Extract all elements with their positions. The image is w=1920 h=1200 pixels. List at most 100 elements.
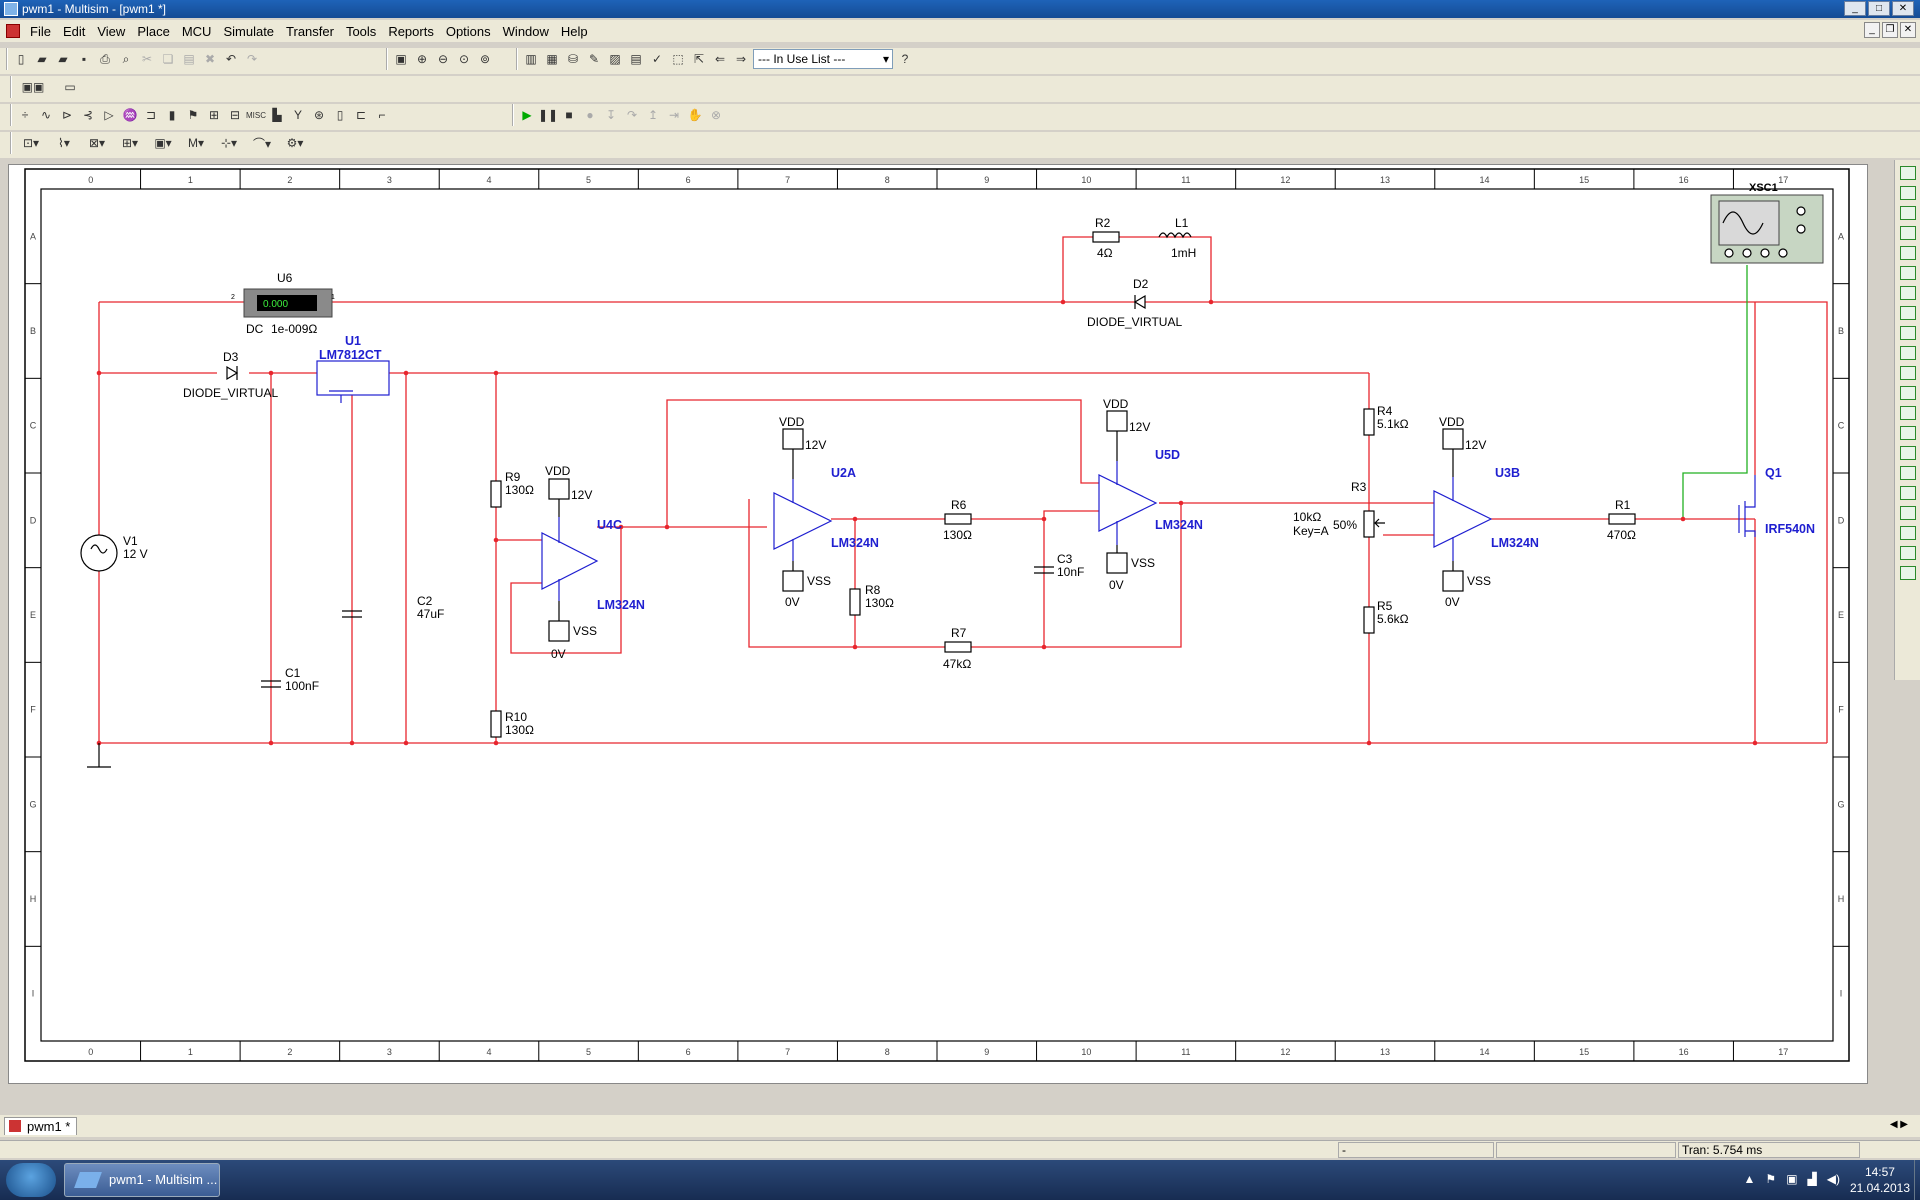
place-cmos-icon[interactable]: ⊐ [145, 108, 157, 122]
action-center-icon[interactable]: ⚑ [1765, 1172, 1777, 1186]
menu-options[interactable]: Options [445, 23, 491, 39]
capacitor-c3[interactable]: C3 10nF [1034, 552, 1084, 579]
menu-help[interactable]: Help [560, 23, 588, 39]
mdi-minimize-button[interactable]: _ [1864, 22, 1880, 38]
iv-analyzer-icon[interactable] [1899, 366, 1916, 380]
pause-simulation-icon[interactable]: ❚❚ [537, 108, 559, 122]
undo-icon[interactable]: ↶ [225, 52, 237, 66]
place-power-icon[interactable]: ▙ [272, 108, 282, 122]
new-file-icon[interactable]: ▯ [17, 52, 25, 66]
capacitor-c1[interactable]: C1 100nF [261, 666, 319, 693]
oscilloscope-icon[interactable] [1899, 226, 1916, 240]
device-icon[interactable]: ▣ [1786, 1172, 1798, 1186]
graph-dropdown-icon[interactable]: ⌒▾ [252, 136, 272, 151]
regulator-u1[interactable]: U1 LM7812CT [316, 334, 390, 403]
wave-dropdown-icon[interactable]: ⌇▾ [58, 136, 70, 150]
opamp-u2a[interactable]: VDD 12V VSS 0V U2A LM324N [773, 415, 879, 609]
menu-reports[interactable]: Reports [388, 23, 434, 39]
menu-simulate[interactable]: Simulate [223, 23, 275, 39]
agilent-generator-icon[interactable] [1899, 446, 1916, 460]
meter-u6[interactable]: 0.000 U6 DC 1e-009Ω 2 1 [231, 271, 335, 336]
place-diode-icon[interactable]: ⊳ [61, 108, 73, 122]
place-source-icon[interactable]: ÷ [21, 108, 29, 122]
resistor-r5[interactable]: R5 5.6kΩ [1363, 599, 1409, 634]
menu-mcu[interactable]: MCU [181, 23, 212, 39]
opamp-u4c[interactable]: VDD 12V VSS 0V U4C LM324N [541, 464, 645, 661]
remove-breakpoints-icon[interactable]: ⊗ [710, 108, 722, 122]
menu-transfer[interactable]: Transfer [286, 23, 334, 39]
show-desktop-button[interactable] [1914, 1160, 1920, 1200]
step-out-icon[interactable]: ↥ [647, 108, 659, 122]
spectrum-analyzer-icon[interactable] [1899, 406, 1916, 420]
agilent-multimeter-icon[interactable] [1899, 466, 1916, 480]
place-indicator-icon[interactable]: ⊟ [229, 108, 241, 122]
bode-plotter-icon[interactable] [1899, 266, 1916, 280]
tab-scroll-arrows[interactable]: ◀ ▶ [1889, 1119, 1908, 1130]
resistor-r6[interactable]: R6 130Ω [943, 498, 972, 542]
taskbar-clock[interactable]: 14:57 21.04.2013 [1850, 1164, 1910, 1196]
instrument-dropdown-icon[interactable]: ⊹▾ [220, 136, 238, 150]
print-preview-icon[interactable]: ⌕ [122, 51, 130, 66]
opamp-u5d[interactable]: VDD 12V VSS 0V U5D LM324N [1098, 397, 1203, 592]
place-bus-icon[interactable]: ⌐ [378, 108, 386, 122]
stop-simulation-icon[interactable]: ■ [565, 108, 573, 122]
spreadsheet-icon[interactable]: ▦ [546, 52, 558, 66]
schematic-canvas[interactable]: .w{stroke:#e8262e;stroke-width:1.3;fill:… [9, 165, 1869, 1085]
print-icon[interactable]: ⎙ [100, 51, 110, 66]
close-button[interactable]: ✕ [1892, 1, 1914, 16]
place-mcu-icon[interactable]: ▮ [168, 108, 176, 122]
erc-icon[interactable]: ✓ [651, 52, 663, 66]
cut-icon[interactable]: ✂ [141, 52, 153, 66]
document-icon[interactable] [6, 24, 20, 38]
copy-icon[interactable]: ❏ [162, 52, 174, 66]
potentiometer-r3[interactable]: R3 10kΩ Key=A 50% [1293, 480, 1385, 538]
zoom-fit-icon[interactable]: ⊚ [479, 52, 491, 66]
schematic-workspace[interactable]: .w{stroke:#e8262e;stroke-width:1.3;fill:… [8, 164, 1868, 1084]
place-rf-icon[interactable]: Y [293, 108, 302, 122]
place-analog-icon[interactable]: ▷ [104, 108, 114, 122]
diode-d3[interactable]: D3 DIODE_VIRTUAL [183, 350, 278, 400]
tektronix-oscilloscope-icon[interactable] [1899, 506, 1916, 520]
maximize-button[interactable]: □ [1868, 1, 1890, 16]
pause-next-icon[interactable]: ● [586, 108, 594, 122]
setting-dropdown-icon[interactable]: ⚙▾ [286, 136, 304, 150]
help-icon[interactable]: ? [901, 52, 909, 66]
place-mixed-icon[interactable]: ⊞ [208, 108, 220, 122]
breadboard-view-icon[interactable]: ▭ [64, 80, 76, 94]
resistor-r9[interactable]: R9 130Ω [490, 470, 534, 508]
resistor-r1[interactable]: R1 470Ω [1607, 498, 1636, 542]
menu-view[interactable]: View [97, 23, 126, 39]
full-screen-icon[interactable]: ▣ [395, 52, 407, 66]
paste-icon[interactable]: ▤ [183, 52, 195, 66]
capacitor-c2[interactable]: C2 47uF [342, 594, 444, 621]
create-component-icon[interactable]: ✎ [588, 52, 600, 66]
place-hierarchical-icon[interactable]: ⊏ [355, 108, 367, 122]
in-use-list-select[interactable]: --- In Use List --- [753, 49, 893, 69]
place-ttl-icon[interactable]: ♒ [122, 108, 138, 122]
step-over-icon[interactable]: ↷ [626, 108, 638, 122]
save-icon[interactable]: ▪ [81, 52, 87, 66]
capture-area-icon[interactable]: ⬚ [672, 52, 684, 66]
mdi-close-button[interactable]: ✕ [1900, 22, 1916, 38]
mdi-restore-button[interactable]: ❐ [1882, 22, 1898, 38]
oscilloscope-xsc1[interactable]: XSC1 [1710, 182, 1824, 264]
probe-dropdown-icon[interactable]: ⊡▾ [22, 136, 40, 150]
menu-tools[interactable]: Tools [345, 23, 377, 39]
agilent-oscilloscope-icon[interactable] [1899, 486, 1916, 500]
menu-place[interactable]: Place [137, 23, 170, 39]
place-advanced-icon[interactable]: ⚑ [187, 108, 199, 122]
resistor-r4[interactable]: R4 5.1kΩ [1363, 404, 1409, 436]
forward-annotate-icon[interactable]: ⇒ [735, 52, 747, 66]
logic-analyzer-icon[interactable] [1899, 346, 1916, 360]
grapher-icon[interactable]: ▨ [609, 52, 621, 66]
resistor-r8[interactable]: R8 130Ω [849, 583, 894, 616]
mosfet-q1[interactable]: Q1 IRF540N [1738, 466, 1815, 537]
multimeter-icon[interactable] [1899, 166, 1916, 180]
design-toolbox-icon[interactable]: ▥ [525, 52, 537, 66]
word-generator-icon[interactable] [1899, 306, 1916, 320]
zoom-out-icon[interactable]: ⊖ [437, 52, 449, 66]
labview-instrument-icon[interactable] [1899, 526, 1916, 540]
function-generator-icon[interactable] [1899, 186, 1916, 200]
align-dropdown-icon[interactable]: ⊠▾ [88, 136, 106, 150]
database-manager-icon[interactable]: ⛁ [567, 52, 579, 66]
